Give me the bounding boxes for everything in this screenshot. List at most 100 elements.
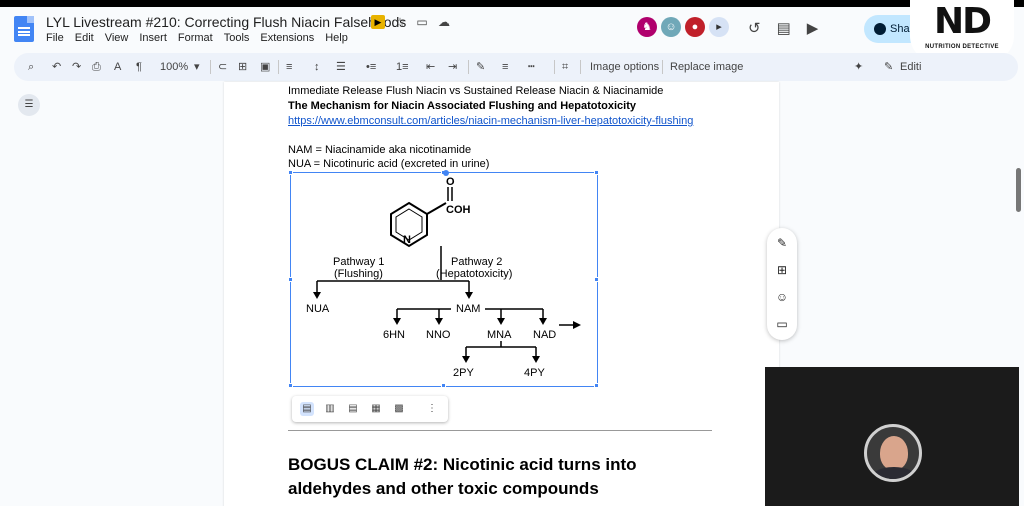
arrowhead-mna (497, 318, 505, 325)
divider (468, 60, 469, 74)
move-icon[interactable]: ▶ (371, 15, 385, 29)
menu-insert[interactable]: Insert (139, 32, 167, 44)
nitrogen-label: N (403, 234, 411, 246)
paint-format-icon[interactable]: ¶ (136, 61, 142, 73)
resize-handle[interactable] (288, 170, 293, 175)
resize-handle[interactable] (594, 383, 599, 388)
decrease-indent-icon[interactable]: ⇤ (426, 61, 436, 73)
history-icon[interactable]: ↺ (748, 20, 761, 37)
bulleted-list-icon[interactable]: •≡ (366, 61, 377, 73)
resize-handle[interactable] (288, 383, 293, 388)
menu-view[interactable]: View (104, 32, 129, 44)
comments-icon[interactable]: ▤ (776, 20, 791, 37)
front-of-text-icon[interactable]: ▩ (394, 403, 404, 414)
chevron-down-icon[interactable]: ▾ (194, 61, 200, 73)
meet-icon[interactable]: ▶ (806, 20, 819, 37)
arrowhead-6hn (393, 318, 401, 325)
niacin-pathway-diagram: O COH N Pathway 1 (Flushing) Pathway 2 (… (306, 176, 581, 379)
nam-definition: NAM = Niacinamide aka nicotinamide (288, 144, 472, 156)
collaborator-avatar-icon[interactable]: ☺ (661, 17, 681, 37)
line-spacing-icon[interactable]: ↕ (314, 61, 320, 73)
spellcheck-icon[interactable]: A (114, 61, 122, 73)
collaborator-avatar-icon[interactable]: ● (685, 17, 705, 37)
webcam-overlay (765, 367, 1019, 506)
claim-heading-line1: BOGUS CLAIM #2: Nicotinic acid turns int… (288, 455, 637, 474)
docs-logo-icon[interactable] (14, 16, 34, 42)
claim-heading-line2: aldehydes and other toxic compounds (288, 479, 599, 498)
scrollbar-thumb[interactable] (1016, 168, 1021, 212)
border-color-icon[interactable]: ✎ (476, 61, 486, 73)
cloud-status-icon[interactable]: ☁ (438, 15, 450, 29)
more-options-icon[interactable]: ⋮ (427, 403, 437, 414)
article-link[interactable]: https://www.ebmconsult.com/articles/niac… (288, 115, 694, 127)
rotate-handle[interactable] (443, 170, 449, 176)
behind-text-icon[interactable]: ▦ (371, 403, 381, 414)
arrowhead-2py (462, 356, 470, 363)
resize-handle[interactable] (594, 170, 599, 175)
pyridine-inner-bonds (395, 208, 423, 241)
redo-icon[interactable]: ↷ (72, 61, 82, 73)
paragraph-heading: The Mechanism for Niacin Associated Flus… (288, 100, 636, 112)
arrowhead-nua (313, 292, 321, 299)
menu-format[interactable]: Format (177, 32, 213, 44)
document-title[interactable]: LYL Livestream #210: Correcting Flush Ni… (46, 14, 407, 30)
pathway1-title: Pathway 1 (333, 256, 384, 268)
wrap-text-icon[interactable]: ▥ (325, 403, 335, 414)
align-icon[interactable]: ≡ (286, 61, 293, 73)
menu-extensions[interactable]: Extensions (260, 32, 315, 44)
border-weight-icon[interactable]: ≡ (502, 61, 509, 73)
link-icon[interactable]: ⊂ (218, 61, 228, 73)
formatting-toolbar: ⌕ ↶ ↷ ⎙ A ¶ 100% ▾ ⊂ ⊞ ▣ ≡ ↕ ☰ •≡ 1≡ ⇤ ⇥… (14, 53, 1018, 81)
print-icon[interactable]: ⎙ (92, 61, 101, 73)
present-icon[interactable]: ▸ (709, 17, 729, 37)
search-icon[interactable]: ⌕ (28, 61, 35, 73)
add-comment-icon[interactable]: ⊞ (776, 263, 788, 277)
nad-out-arrowhead (573, 321, 581, 329)
resize-handle[interactable] (288, 277, 293, 282)
divider (278, 60, 279, 74)
increase-indent-icon[interactable]: ⇥ (448, 61, 458, 73)
selected-image[interactable]: O COH N Pathway 1 (Flushing) Pathway 2 (… (288, 170, 599, 388)
menu-edit[interactable]: Edit (74, 32, 94, 44)
folder-icon[interactable]: ▭ (416, 15, 428, 29)
collaborator-avatar-icon[interactable]: ♞ (637, 17, 657, 37)
logo-subtitle: NUTRITION DETECTIVE (925, 44, 999, 50)
nad-node: NAD (533, 329, 556, 341)
resize-handle[interactable] (594, 277, 599, 282)
border-dash-icon[interactable]: ┅ (528, 61, 535, 73)
add-comment-icon[interactable]: ⊞ (238, 61, 248, 73)
arrowhead-nam (465, 292, 473, 299)
star-icon[interactable]: ☆ (394, 15, 406, 29)
menu-help[interactable]: Help (325, 32, 348, 44)
title-bar (0, 7, 1024, 53)
nam-node: NAM (456, 303, 480, 315)
checklist-icon[interactable]: ☰ (336, 61, 346, 73)
menu-tools[interactable]: Tools (223, 32, 250, 44)
inline-wrap-icon[interactable]: ▤ (300, 402, 314, 416)
undo-icon[interactable]: ↶ (52, 61, 62, 73)
menu-file[interactable]: File (46, 32, 64, 44)
document-page[interactable]: Immediate Release Flush Niacin vs Sustai… (224, 82, 779, 506)
suggest-edits-icon[interactable]: ▭ (776, 317, 788, 331)
image-options-button[interactable]: Image options (590, 61, 660, 73)
presenter-avatar (864, 424, 922, 482)
paragraph-line: Immediate Release Flush Niacin vs Sustai… (288, 85, 664, 97)
collaborator-avatars: ♞ ☺ ● ▸ (637, 17, 729, 37)
divider (662, 60, 663, 74)
replace-image-button[interactable]: Replace image (670, 61, 744, 73)
insert-image-icon[interactable]: ▣ (260, 61, 271, 73)
zoom-select[interactable]: 100% (160, 61, 189, 73)
document-outline-icon[interactable]: ☰ (18, 94, 40, 116)
crop-icon[interactable]: ⌗ (562, 61, 569, 73)
break-text-icon[interactable]: ▤ (348, 403, 358, 414)
resize-handle[interactable] (441, 383, 446, 388)
emoji-reaction-icon[interactable]: ☺ (775, 290, 789, 304)
gemini-icon[interactable]: ✦ (854, 61, 864, 73)
editing-mode-button[interactable]: Editi (900, 61, 922, 73)
pencil-icon[interactable]: ✎ (884, 61, 894, 73)
numbered-list-icon[interactable]: 1≡ (396, 61, 409, 73)
carboxyl-bond (426, 202, 447, 215)
divider (210, 60, 211, 74)
suggest-edit-icon[interactable]: ✎ (776, 236, 788, 250)
